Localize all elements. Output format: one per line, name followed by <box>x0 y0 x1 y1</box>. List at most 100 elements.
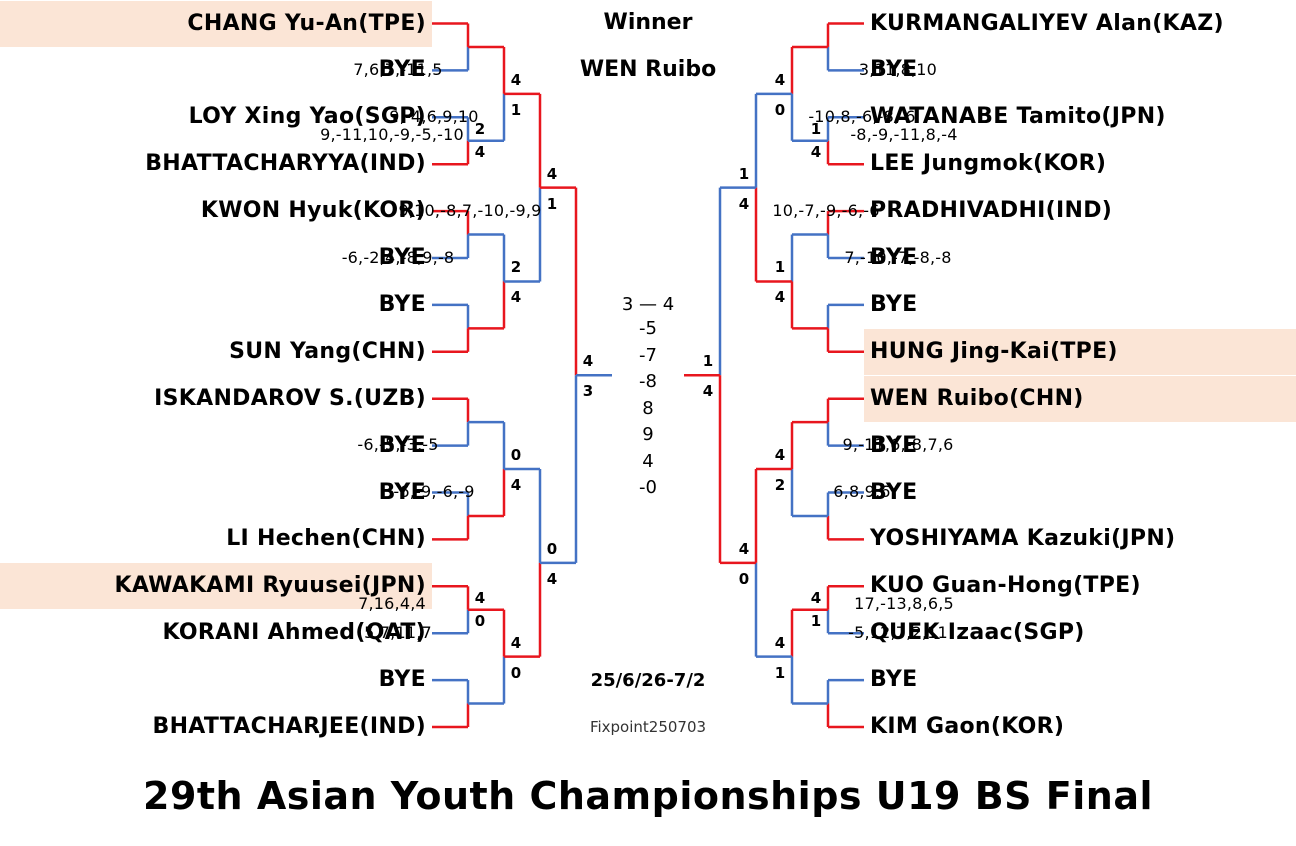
winner-name: WEN Ruibo <box>579 57 717 82</box>
final-set-score: 4 <box>642 450 654 472</box>
player-highlight <box>0 0 432 47</box>
player-name: LI Hechen(CHN) <box>226 526 426 552</box>
game-score: 4 <box>702 382 714 401</box>
game-score: 2 <box>774 476 786 495</box>
player-name: LEE Jungmok(KOR) <box>870 151 1107 177</box>
game-score: 4 <box>582 352 594 371</box>
player-name: KURMANGALIYEV Alan(KAZ) <box>870 10 1224 36</box>
set-scores: -6,-2,4,-8,9,-8 <box>341 247 455 267</box>
set-scores: 7,-10,-7,-8,-8 <box>844 247 952 267</box>
final-right-games: 4 <box>662 294 675 315</box>
player-name: KUO Guan-Hong(TPE) <box>870 573 1141 599</box>
set-scores: 10,-7,-9,-6,-6 <box>772 200 880 220</box>
game-score: 0 <box>510 663 522 682</box>
game-score: 0 <box>474 612 486 631</box>
final-set-score: -5 <box>639 318 657 339</box>
set-scores: 9,-11,10,-9,-5,-10 <box>320 125 464 145</box>
game-score: 4 <box>810 589 822 608</box>
player-name: SUN Yang(CHN) <box>229 338 426 364</box>
player-name: KWON Hyuk(KOR) <box>200 198 426 224</box>
final-set-score: -0 <box>639 477 657 498</box>
date-range: 25/6/26-7/2 <box>590 670 706 691</box>
player-name: BYE <box>870 57 918 83</box>
player-name: BHATTACHARJEE(IND) <box>152 714 426 739</box>
page-title: 29th Asian Youth Championships U19 BS Fi… <box>143 774 1153 818</box>
game-score: 0 <box>510 446 522 465</box>
set-scores: 17,-13,8,6,5 <box>854 594 954 614</box>
player-highlight <box>864 328 1296 375</box>
game-score: 4 <box>774 446 786 465</box>
final-set-score: 9 <box>642 424 654 445</box>
player-name: KAWAKAMI Ryuusei(JPN) <box>114 573 426 599</box>
game-score: 1 <box>510 100 522 119</box>
set-scores: -8,-9,-11,8,-4 <box>850 125 958 145</box>
player-name: LOY Xing Yao(SGP) <box>188 104 426 130</box>
set-scores: 3,11,8,10 <box>858 59 938 79</box>
game-score: 0 <box>546 539 558 558</box>
player-name: YOSHIYAMA Kazuki(JPN) <box>870 526 1176 552</box>
set-scores: 9,10,-8,7,-10,-9,9 <box>398 200 542 220</box>
game-score: 1 <box>546 194 558 213</box>
game-score: 2 <box>474 120 486 139</box>
player-name: HUNG Jing-Kai(TPE) <box>870 338 1118 364</box>
source-credit: Fixpoint250703 <box>589 718 707 736</box>
player-name: BHATTACHARYYA(IND) <box>145 151 426 177</box>
final-match-score: 3 — 4 <box>622 294 674 316</box>
game-score: 4 <box>810 143 822 162</box>
set-scores: 9,-4,6,9,10 <box>389 106 479 126</box>
game-score: 4 <box>474 589 486 608</box>
player-highlight <box>0 563 432 610</box>
player-name: WATANABE Tamito(JPN) <box>870 104 1166 130</box>
game-score: 1 <box>738 164 750 183</box>
game-score: 4 <box>510 633 522 652</box>
player-name: KIM Gaon(KOR) <box>870 714 1065 739</box>
game-score: 2 <box>510 258 522 277</box>
game-score: 1 <box>810 612 822 631</box>
player-name: BYE <box>378 479 426 505</box>
score-separator: — <box>633 294 663 315</box>
player-name: BYE <box>378 291 426 317</box>
final-set-score: 8 <box>642 397 654 419</box>
set-scores: 7,6,7,-11,5 <box>353 59 443 79</box>
player-name: BYE <box>870 432 918 458</box>
set-scores: -10,8,-6,-8,-6 <box>808 106 916 126</box>
game-score: 0 <box>774 100 786 119</box>
player-name: BYE <box>378 245 426 270</box>
game-score: 1 <box>702 352 714 371</box>
game-score: 0 <box>738 569 750 588</box>
game-score: 3 <box>582 382 594 401</box>
set-scores: 5,7,11,7 <box>364 622 432 642</box>
set-scores: -6,-9,-6,-9 <box>393 482 475 502</box>
final-set-score: -8 <box>639 371 657 392</box>
game-score: 4 <box>774 70 786 89</box>
game-score: 4 <box>510 476 522 495</box>
set-scores: 6,8,9,6 <box>833 482 891 502</box>
game-score: 4 <box>510 70 522 89</box>
final-left-games: 3 <box>621 294 634 315</box>
game-score: 4 <box>546 164 558 183</box>
game-score: 1 <box>810 120 822 139</box>
set-scores: 9,-11,6,-8,7,6 <box>842 435 954 455</box>
player-highlight <box>864 375 1296 422</box>
game-score: 1 <box>774 258 786 277</box>
player-name: WEN Ruibo(CHN) <box>870 385 1084 411</box>
game-score: 4 <box>738 539 750 558</box>
player-name: KORANI Ahmed(QAT) <box>162 620 426 646</box>
player-name: BYE <box>378 57 426 83</box>
game-score: 4 <box>546 569 558 588</box>
game-score: 4 <box>774 288 786 307</box>
final-set-score: -7 <box>639 344 657 366</box>
player-name: CHANG Yu-An(TPE) <box>187 10 426 36</box>
player-name: BYE <box>870 667 918 693</box>
game-score: 1 <box>774 663 786 682</box>
player-name: BYE <box>870 291 918 317</box>
player-name: ISKANDAROV S.(UZB) <box>154 385 426 411</box>
player-name: PRADHIVADHI(IND) <box>870 198 1113 224</box>
game-score: 4 <box>510 288 522 307</box>
game-score: 4 <box>774 633 786 652</box>
player-name: BYE <box>378 667 426 693</box>
game-score: 4 <box>738 194 750 213</box>
set-scores: 7,16,4,4 <box>358 594 426 614</box>
game-score: 4 <box>474 143 486 162</box>
